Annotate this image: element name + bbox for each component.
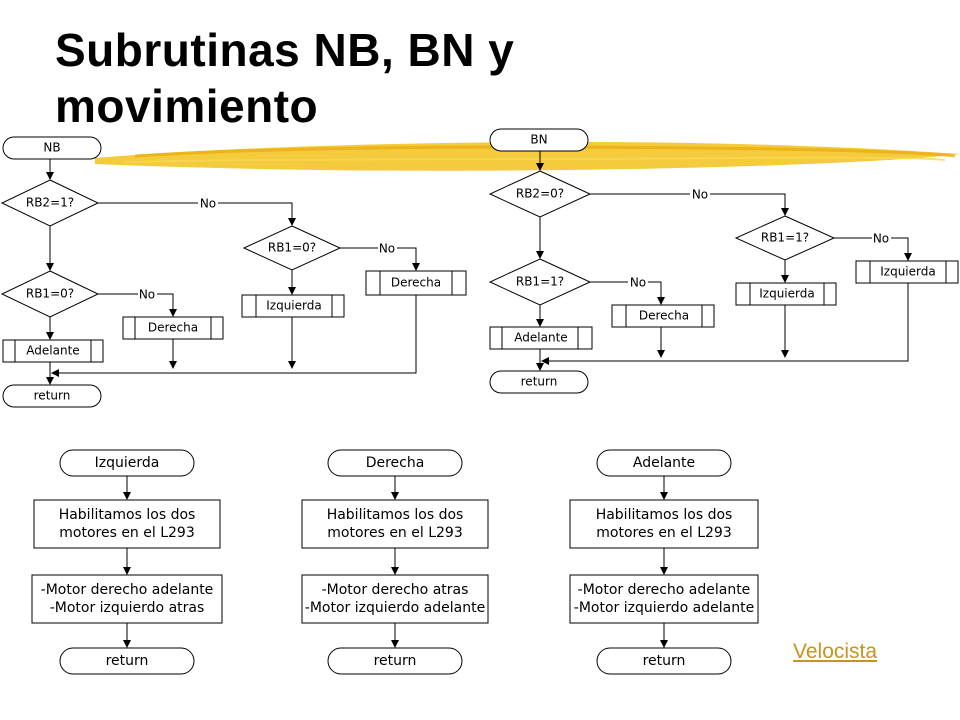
izquierda-step2-process — [31, 574, 223, 624]
nb-derecha2-label: Derecha — [391, 276, 441, 290]
nb-cond2-label: RB1=0? — [26, 287, 74, 301]
derecha-step2-line2: -Motor izquierdo adelante — [305, 600, 485, 616]
adelante-start-label: Adelante — [633, 455, 695, 471]
bn-derecha-label: Derecha — [639, 309, 689, 323]
izquierda-return-terminator — [59, 647, 195, 675]
nb-no-label-3: No — [379, 242, 395, 256]
derecha-step1-line1: Habilitamos los dos — [327, 507, 464, 523]
nb-derecha1-label: Derecha — [148, 321, 198, 335]
adelante-return-terminator — [596, 647, 732, 675]
nb-flowchart — [0, 136, 467, 408]
izquierda-step1-line1: Habilitamos los dos — [59, 507, 196, 523]
nb-no-label-2: No — [139, 288, 155, 302]
derecha-step1-process — [301, 499, 489, 549]
derecha-return-terminator — [327, 647, 463, 675]
nb-derecha2-subroutine — [365, 270, 467, 296]
bn-flowchart — [488, 128, 959, 394]
bn-adelante-label: Adelante — [514, 331, 567, 345]
nb-cond1-label: RB2=1? — [26, 196, 74, 210]
bn-return-terminator — [489, 370, 589, 394]
nb-return-terminator — [2, 384, 102, 408]
adelante-step2-line2: -Motor izquierdo adelante — [574, 600, 754, 616]
bn-no-label-2: No — [630, 276, 646, 290]
izquierda-step1-process — [33, 499, 221, 549]
bn-izquierda1-subroutine — [735, 282, 837, 306]
adelante-return-label: return — [643, 653, 686, 669]
adelante-step1-line1: Habilitamos los dos — [596, 507, 733, 523]
derecha-start-label: Derecha — [366, 455, 425, 471]
adelante-routine — [569, 449, 759, 675]
izquierda-start-label: Izquierda — [95, 455, 160, 471]
derecha-step2-process — [301, 574, 489, 624]
nb-cond3-label: RB1=0? — [268, 241, 316, 255]
derecha-return-label: return — [374, 653, 417, 669]
brush-stroke-decoration — [95, 142, 960, 171]
nb-return-label: return — [34, 389, 71, 403]
nb-adelante-label: Adelante — [26, 344, 79, 358]
slide-title: Subrutinas NB, BN y movimiento — [55, 24, 515, 132]
bn-izquierda2-subroutine — [855, 260, 959, 284]
adelante-step2-line1: -Motor derecho adelante — [578, 582, 751, 598]
izquierda-step2-line1: -Motor derecho adelante — [41, 582, 214, 598]
nb-no-label-1: No — [200, 197, 216, 211]
bn-start-label: BN — [530, 133, 547, 147]
bn-no-label-3: No — [873, 232, 889, 246]
nb-start-label: NB — [43, 141, 60, 155]
izquierda-routine — [31, 449, 223, 675]
adelante-step1-process — [569, 499, 759, 549]
bn-adelante-subroutine — [489, 326, 593, 350]
bn-no-label-1: No — [692, 188, 708, 202]
bn-start-terminator — [489, 128, 589, 152]
nb-izquierda-subroutine — [241, 294, 345, 318]
adelante-step1-line2: motores en el L293 — [596, 525, 731, 541]
bn-derecha-subroutine — [611, 304, 715, 328]
izquierda-step2-line2: -Motor izquierdo atras — [50, 600, 205, 616]
nb-start-terminator — [2, 136, 102, 160]
bn-cond1-label: RB2=0? — [516, 187, 564, 201]
derecha-step1-line2: motores en el L293 — [327, 525, 462, 541]
nb-adelante-subroutine — [2, 339, 104, 363]
velocista-link[interactable]: Velocista — [793, 640, 878, 663]
bn-return-label: return — [521, 375, 558, 389]
bn-cond3-label: RB1=1? — [761, 231, 809, 245]
izquierda-step1-line2: motores en el L293 — [59, 525, 194, 541]
bn-izquierda1-label: Izquierda — [759, 287, 814, 301]
derecha-step2-line1: -Motor derecho atras — [322, 582, 469, 598]
bn-cond2-label: RB1=1? — [516, 275, 564, 289]
bn-izquierda2-label: Izquierda — [880, 265, 935, 279]
izquierda-return-label: return — [106, 653, 149, 669]
nb-izquierda-label: Izquierda — [266, 299, 321, 313]
derecha-routine — [301, 449, 489, 675]
